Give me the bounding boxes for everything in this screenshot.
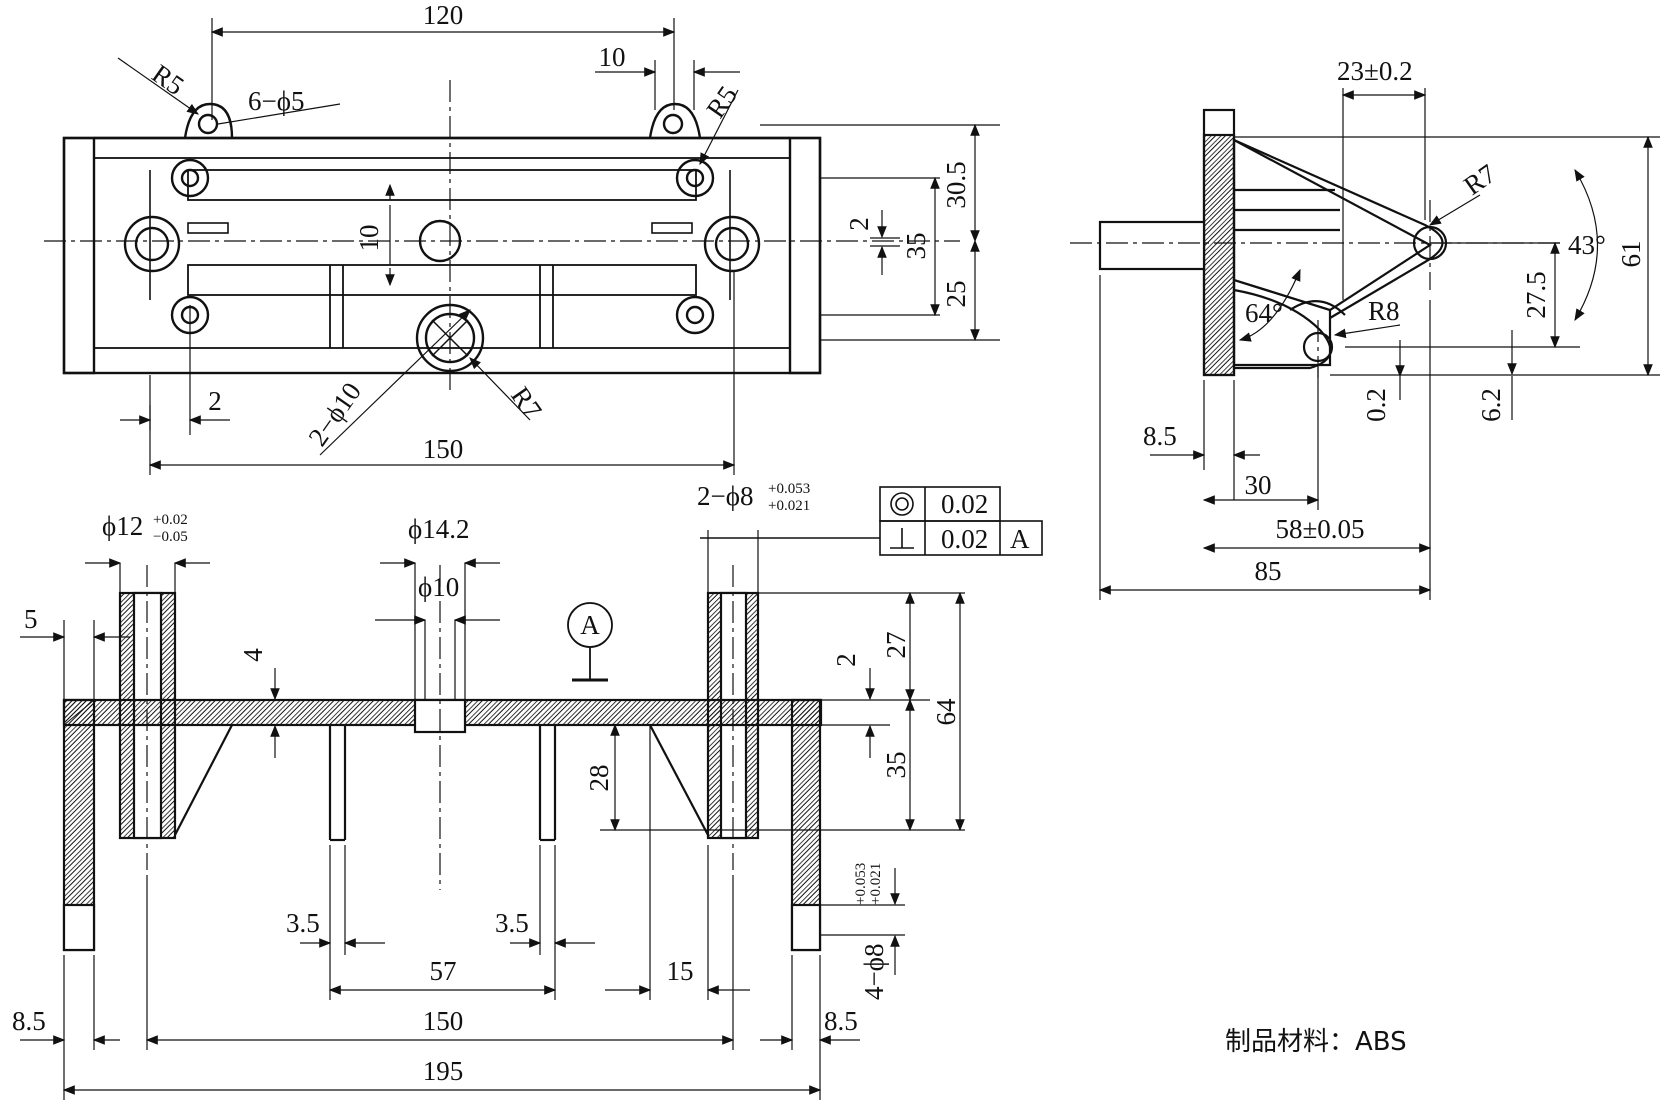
- dim-150-front-view: 150: [423, 1006, 464, 1036]
- gdt-datum-ref: A: [1010, 524, 1030, 554]
- dim-r8: R8: [1368, 296, 1400, 326]
- top-view-centerlines: [44, 80, 960, 395]
- dimension-labels: 120 10 R5 R5 6−ϕ5 10 2 35 30.5 25 2 150 …: [12, 0, 1646, 1086]
- dim-3-5-left: 3.5: [286, 908, 320, 938]
- dim-15: 15: [667, 956, 694, 986]
- dim-5: 5: [24, 604, 38, 634]
- dim-28: 28: [584, 765, 614, 792]
- dim-6-2: 6.2: [1476, 388, 1506, 422]
- dim-4-phi8: 4−ϕ8: [859, 944, 889, 1000]
- dim-30-side-view: 30: [1245, 470, 1272, 500]
- dim-r5-left: R5: [147, 58, 190, 101]
- dim-phi10: ϕ10: [418, 572, 459, 602]
- dim-85: 85: [1255, 556, 1282, 586]
- dim-10-top: 10: [599, 42, 626, 72]
- gdt-frames: [700, 486, 1043, 556]
- dim-8-5-left: 8.5: [12, 1006, 46, 1036]
- dim-2-top-view: 2: [844, 217, 874, 231]
- dim-3-5-right: 3.5: [495, 908, 529, 938]
- dim-phi12: ϕ12: [102, 511, 143, 541]
- gdt-concentricity-value: 0.02: [941, 489, 988, 519]
- material-note: 制品材料：ABS: [1225, 1027, 1407, 1057]
- dim-6-phi5: 6−ϕ5: [248, 86, 304, 116]
- dim-64: 64: [931, 698, 961, 726]
- dim-r7-side-view: R7: [1458, 158, 1501, 201]
- dim-0-2: 0.2: [1361, 388, 1391, 422]
- dim-10-vertical: 10: [354, 225, 384, 252]
- dim-4: 4: [238, 648, 268, 662]
- dim-120: 120: [423, 0, 464, 30]
- datum-a-symbol: [567, 602, 613, 682]
- dim-30-5: 30.5: [941, 161, 971, 208]
- dim-2-phi8-upper-tol: +0.053: [768, 481, 810, 497]
- dim-61: 61: [1616, 241, 1646, 268]
- dim-phi12-lower-tol: −0.05: [153, 529, 188, 545]
- dim-58-tol: 58±0.05: [1275, 514, 1364, 544]
- front-view-centerlines: [146, 565, 734, 890]
- dim-2-phi8: 2−ϕ8: [697, 481, 753, 511]
- side-view-holes: [1289, 225, 1448, 363]
- dim-57: 57: [430, 956, 457, 986]
- dim-2-bottom-top-view: 2: [208, 386, 222, 416]
- dim-23-tol: 23±0.2: [1337, 56, 1413, 86]
- dim-195: 195: [423, 1056, 464, 1086]
- dim-43-deg: 43°: [1568, 230, 1606, 260]
- dim-64-deg: 64°: [1245, 298, 1283, 328]
- dim-27: 27: [881, 632, 911, 659]
- dim-8-5-right: 8.5: [824, 1006, 858, 1036]
- dim-2-phi10: 2−ϕ10: [302, 377, 367, 452]
- dim-35-top-view: 35: [901, 233, 931, 260]
- dim-35-front-view: 35: [881, 752, 911, 779]
- dim-27-5: 27.5: [1521, 271, 1551, 318]
- dim-2-phi8-lower-tol: +0.021: [768, 498, 810, 514]
- top-view: [62, 102, 822, 375]
- dim-25: 25: [941, 281, 971, 308]
- dim-4-phi8-lower-tol: +0.021: [868, 863, 884, 905]
- front-view-dimensions: [20, 530, 965, 1100]
- dim-phi12-upper-tol: +0.02: [153, 512, 188, 528]
- dim-4-phi8-upper-tol: +0.053: [853, 863, 869, 905]
- top-view-dimensions: [117, 18, 1000, 475]
- dim-r5-right: R5: [700, 80, 743, 123]
- dim-8-5-side-view: 8.5: [1143, 421, 1177, 451]
- dim-r7-top-view: R7: [505, 381, 548, 424]
- dim-phi14-2: ϕ14.2: [408, 514, 469, 544]
- side-view-dimensions: [1098, 88, 1660, 600]
- gdt-perpendicularity-value: 0.02: [941, 524, 988, 554]
- dim-2-front-view: 2: [831, 653, 861, 667]
- datum-a-label: A: [580, 610, 600, 640]
- dim-150-top-view: 150: [423, 434, 464, 464]
